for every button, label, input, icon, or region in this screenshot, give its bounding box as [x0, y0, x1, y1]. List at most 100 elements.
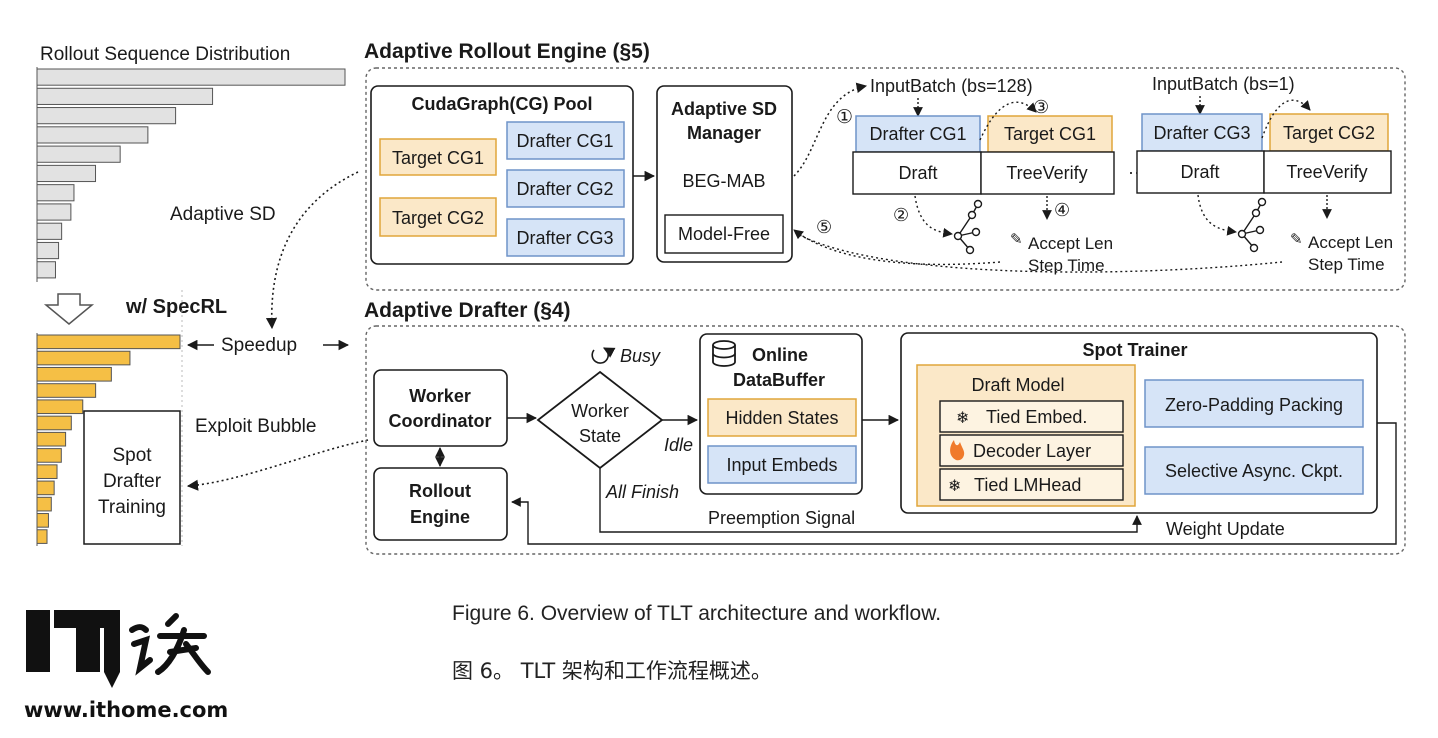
drafter-cg2-label: Drafter CG2: [516, 179, 613, 199]
step-2-arrow: [914, 195, 953, 238]
after-bar-13: [36, 529, 48, 544]
target-cg2-stage-label: Target CG2: [1283, 123, 1375, 143]
distribution-title: Rollout Sequence Distribution: [40, 44, 290, 65]
weight-update-line: [511, 422, 1397, 545]
token-tree-1-icon: [953, 199, 983, 255]
fire-icon: [950, 440, 965, 461]
drafter-cg1-stage-label: Drafter CG1: [869, 124, 966, 144]
before-bar-11: [36, 261, 56, 279]
selective-ckpt-box: [1144, 446, 1364, 495]
tied-lmhead-label: Tied LMHead: [974, 475, 1081, 495]
verify-stage1-box: [980, 151, 1115, 195]
hidden-states-box: [707, 398, 857, 437]
after-bar-2: [36, 350, 131, 366]
databuffer-title-line1: Online: [752, 345, 808, 365]
step-2-marker: ②: [893, 205, 909, 225]
drafter-cg3-box: [506, 218, 625, 257]
preemption-signal-label: Preemption Signal: [708, 508, 855, 528]
databuffer-title-line2: DataBuffer: [733, 370, 825, 390]
spot-drafter-line2: Drafter: [103, 471, 162, 492]
step-time-label-2: Step Time: [1308, 255, 1385, 274]
after-bar-1: [36, 334, 181, 350]
draft-stage2-box: [1136, 150, 1265, 194]
database-icon: [712, 340, 736, 367]
input-batch-128-label: InputBatch (bs=128): [870, 76, 1033, 96]
target-cg1-box: [379, 138, 497, 176]
after-bar-4: [36, 383, 97, 398]
before-bar-1: [36, 68, 346, 86]
before-bar-3: [36, 107, 177, 125]
after-bar-7: [36, 431, 67, 447]
verify-stage2-box: [1263, 150, 1392, 194]
busy-loop-icon: [591, 347, 616, 364]
spot-drafter-line1: Spot: [112, 445, 152, 466]
step-3-arrow: [979, 101, 1037, 141]
speedup-label: Speedup: [221, 335, 297, 356]
beg-mab-label: BEG-MAB: [682, 171, 765, 191]
model-free-label: Model-Free: [678, 224, 770, 244]
drafter-title: Adaptive Drafter (§4): [364, 299, 571, 322]
drafter-cg3-label: Drafter CG3: [516, 228, 613, 248]
feedback-arrow-2: [793, 231, 1283, 273]
accept-len-label-2: Accept Len: [1308, 233, 1393, 252]
target-cg1-stage-box: [987, 115, 1113, 153]
zero-padding-label: Zero-Padding Packing: [1165, 395, 1343, 415]
tied-embed-box: [939, 400, 1124, 433]
exploit-bubble-label: Exploit Bubble: [195, 416, 316, 437]
worker-state-line2: State: [579, 426, 621, 446]
target-cg2-label: Target CG2: [392, 208, 484, 228]
exploit-bubble-arrow: [186, 439, 369, 491]
drafter-cg3-stage-label: Drafter CG3: [1153, 123, 1250, 143]
feedback-arrow-1: [793, 229, 1001, 266]
before-distribution-bars: [36, 68, 346, 279]
target-cg1-label: Target CG1: [392, 148, 484, 168]
draft-stage1-box: [852, 151, 982, 195]
spot-drafter-line3: Training: [98, 497, 166, 518]
selective-ckpt-label: Selective Async. Ckpt.: [1165, 461, 1343, 481]
input-batch-1-label: InputBatch (bs=1): [1152, 74, 1295, 94]
idle-label: Idle: [664, 435, 693, 455]
input-embeds-label: Input Embeds: [726, 455, 837, 475]
batch2-draft-to-target-arrow: [1261, 99, 1311, 139]
with-specrl-label: w/ SpecRL: [125, 296, 227, 318]
draft-stage2-label: Draft: [1180, 162, 1219, 182]
step-1-marker: ①: [836, 107, 853, 128]
hidden-states-label: Hidden States: [725, 408, 838, 428]
snowflake-icon-2: ❄: [948, 478, 961, 495]
rollout-engine-box: [373, 467, 508, 541]
worker-coordinator-line1: Worker: [409, 386, 471, 406]
ithome-logo-icon: [26, 610, 211, 688]
step-time-label-1: Step Time: [1028, 256, 1105, 275]
after-bar-8: [36, 448, 62, 463]
pen-icon-1: ✎: [1010, 231, 1023, 248]
after-bar-12: [36, 513, 49, 528]
after-bar-5: [36, 399, 84, 415]
before-bar-10: [36, 241, 60, 260]
draft-model-title: Draft Model: [971, 375, 1064, 395]
before-bar-8: [36, 203, 72, 221]
after-bar-10: [36, 480, 55, 496]
drafter-cg1-stage-box: [855, 115, 981, 153]
adaptive-sd-label: Adaptive SD: [170, 204, 276, 225]
drafter-cg1-label: Drafter CG1: [516, 131, 613, 151]
engine-section: [365, 67, 1406, 291]
all-finish-label: All Finish: [605, 482, 679, 502]
worker-state-line1: Worker: [571, 401, 629, 421]
snowflake-icon-1: ❄: [956, 410, 969, 427]
tied-embed-label: Tied Embed.: [986, 407, 1087, 427]
drafter-section: [365, 325, 1406, 555]
drafter-cg2-box: [506, 169, 625, 208]
spot-trainer-title: Spot Trainer: [1082, 340, 1187, 360]
adaptive-sd-arrow: [265, 171, 359, 330]
model-free-box: [664, 214, 784, 254]
before-bar-6: [36, 164, 97, 183]
after-bar-3: [36, 366, 112, 382]
busy-label: Busy: [620, 346, 661, 366]
spot-drafter-training-box: [83, 410, 181, 545]
weight-update-label: Weight Update: [1166, 519, 1285, 539]
pen-icon-2: ✎: [1290, 231, 1303, 248]
token-tree-2-icon: [1237, 197, 1267, 253]
rollout-engine-line2: Engine: [410, 507, 470, 527]
verify-stage1-label: TreeVerify: [1006, 163, 1087, 183]
drafter-cg1-box: [506, 121, 625, 160]
